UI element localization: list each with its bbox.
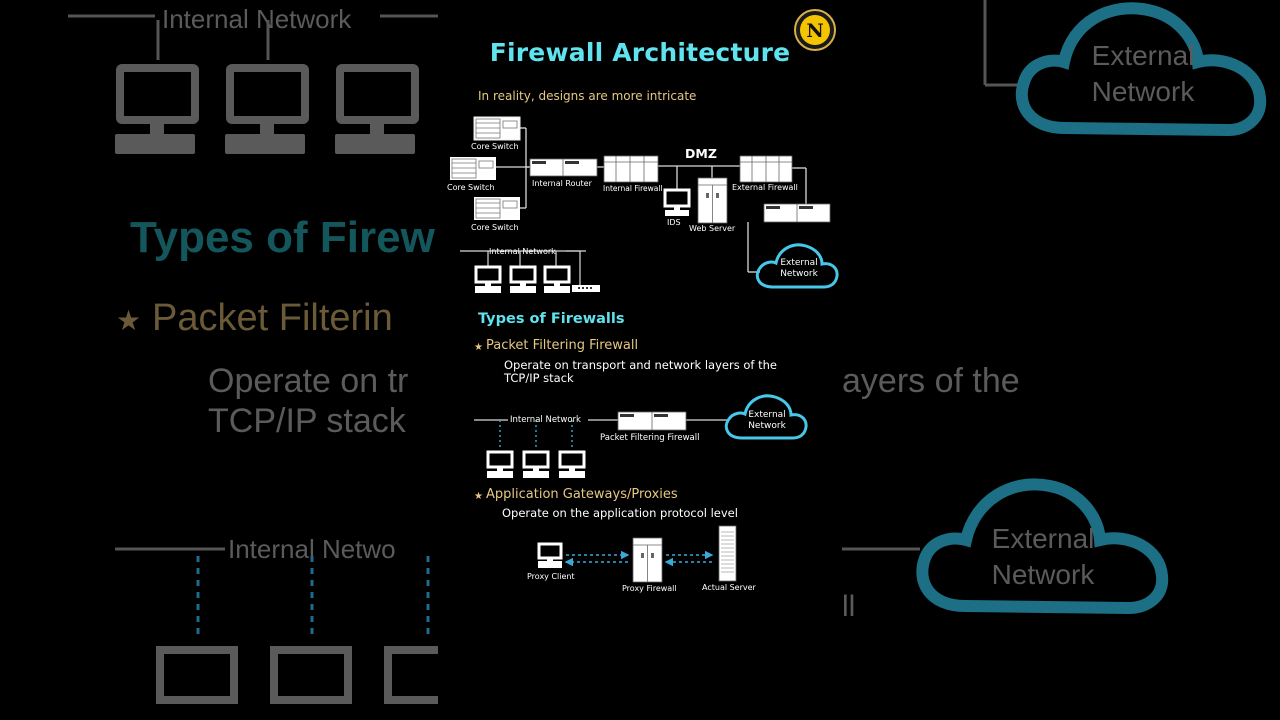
actual-server-icon [718,525,737,582]
bg-cloud-icon-2 [916,478,1169,615]
core-switch-label-3: Core Switch [471,223,519,232]
internal-firewall-icon [603,155,659,183]
logo-badge-icon: N [794,9,836,51]
proxy-diagram [537,525,737,583]
external-firewall-icon [739,155,793,183]
bg-external-line2-b: Network [992,559,1096,590]
ids-monitor-icon [663,188,691,216]
workstation-icon [509,265,537,293]
bg-cloud-icon [1015,2,1267,137]
bg-fragment-text: ll [842,590,855,623]
network-switch-icon [572,285,600,292]
page-subtitle: In reality, designs are more intricate [478,89,697,103]
packet-firewall-icon [617,411,687,431]
bg-types-heading: Types of Firew [130,213,436,262]
bg-external-line2: Network [1092,76,1196,107]
packet-internal-network-label: Internal Network [510,415,581,425]
bg-packet-title: Packet Filterin [152,297,393,339]
bg-monitor-icon [116,64,419,124]
internal-router-label: Internal Router [532,179,592,188]
ids-label: IDS [667,218,681,227]
internal-network-label: Internal Network [489,247,556,256]
center-content-panel: N Firewall Architecture In reality, desi… [438,0,842,720]
architecture-diagram [450,116,839,293]
internal-firewall-label: Internal Firewall [603,184,663,193]
types-heading: Types of Firewalls [478,311,625,327]
workstation-icon [522,450,550,478]
bg-desc-left-2: TCP/IP stack [208,402,407,440]
workstation-icon [558,450,586,478]
dmz-label: DMZ [685,146,717,161]
application-gateway-title: Application Gateways/Proxies [486,487,678,502]
packet-filtering-description: Operate on transport and network layers … [504,358,777,385]
edge-router-icon [763,203,831,223]
application-gateway-description: Operate on the application protocol leve… [502,506,738,520]
core-switch-label-1: Core Switch [471,142,519,151]
proxy-client-icon [537,542,563,568]
core-switch-icon [450,157,496,180]
external-network-label: External Network [780,258,818,279]
packet-filtering-diagram [474,394,808,478]
packet-firewall-label: Packet Filtering Firewall [600,433,700,443]
proxy-firewall-icon [632,537,663,583]
bg-external-line1-b: External [992,523,1095,554]
star-icon: ★ [474,342,483,353]
external-network-cloud-icon [755,243,839,289]
star-icon: ★ [474,491,483,502]
bg-desc-left-1: Operate on tr [208,362,408,400]
workstation-icon [543,265,571,293]
external-firewall-label: External Firewall [732,183,798,192]
web-server-icon [697,177,728,224]
svg-text:N: N [806,20,823,42]
core-switch-label-2: Core Switch [447,183,495,192]
bg-star-icon: ★ [116,304,141,337]
bg-internal-network-text: Internal Network [162,4,352,34]
external-network-cloud-icon-2 [724,394,808,440]
workstation-icon [474,265,502,293]
proxy-firewall-label: Proxy Firewall [622,584,677,593]
bg-external-line1: External [1092,40,1195,71]
workstation-icon [486,450,514,478]
proxy-client-label: Proxy Client [527,572,575,581]
bg-desc-right: ayers of the [842,362,1020,400]
internal-router-icon [529,158,598,177]
page-title: Firewall Architecture [489,38,791,67]
packet-external-network-label: External Network [748,410,786,431]
core-switch-icon [473,116,521,141]
web-server-label: Web Server [689,224,736,233]
packet-filtering-title: Packet Filtering Firewall [486,338,639,353]
core-switch-icon [474,197,520,220]
actual-server-label: Actual Server [702,583,756,592]
